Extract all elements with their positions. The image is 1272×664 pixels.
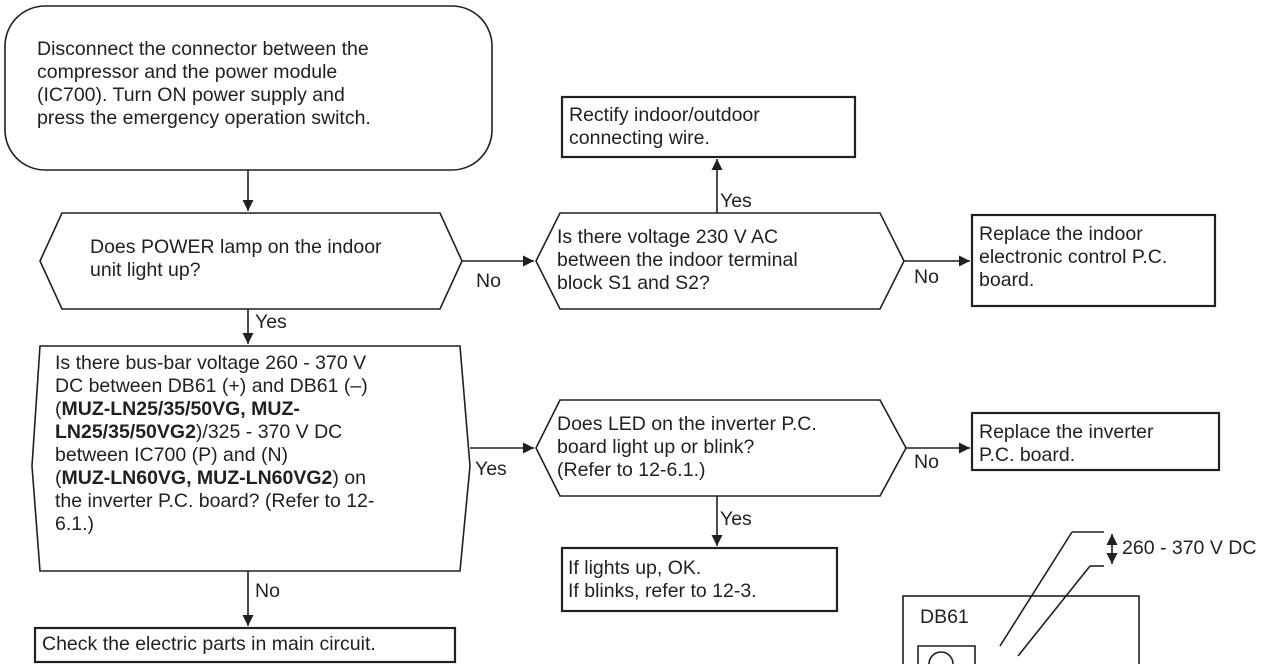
rectify-text: Rectify indoor/outdoor connecting wire. xyxy=(569,104,760,150)
decision-power-lamp xyxy=(39,212,463,310)
start-line-4: press the emergency operation switch. xyxy=(37,107,371,129)
db61-outline xyxy=(917,645,976,664)
busbar-line-4: LN25/35/50VG2)/325 - 370 V DC xyxy=(55,421,343,443)
db61-label: DB61 xyxy=(920,606,969,628)
replace-indoor-box xyxy=(970,213,1217,308)
model-name: LN25/35/50VG2 xyxy=(55,421,196,443)
replace-indoor-line-1: Replace the indoor xyxy=(979,223,1143,245)
model-name: MUZ-LN25/35/50VG, MUZ- xyxy=(61,398,300,420)
label-yes-rectify: Yes xyxy=(720,190,752,212)
voltage-230-line-1: Is there voltage 230 V AC xyxy=(557,226,779,248)
led-question: Does LED on the inverter P.C. board ligh… xyxy=(557,413,817,482)
check-text: Check the electric parts in main circuit… xyxy=(42,633,376,655)
label-no-check: No xyxy=(255,580,280,602)
busbar-line-5: between IC700 (P) and (N) xyxy=(55,444,289,466)
lights-box xyxy=(560,546,839,613)
lights-line-2: If blinks, refer to 12-3. xyxy=(568,580,757,602)
lights-line-1: If lights up, OK. xyxy=(568,557,702,579)
check-box xyxy=(33,626,457,664)
probe-line-c xyxy=(1017,565,1091,657)
rectify-box xyxy=(560,95,857,159)
label-yes-lights: Yes xyxy=(720,508,752,530)
replace-inverter-text: Replace the inverter P.C. board. xyxy=(979,421,1154,467)
decision-busbar xyxy=(31,345,471,572)
power-lamp-question: Does POWER lamp on the indoor unit light… xyxy=(90,236,382,282)
label-no-replace-inverter: No xyxy=(914,451,939,473)
led-line-2: board light up or blink? xyxy=(557,436,755,458)
decision-voltage-230 xyxy=(535,212,905,310)
replace-inverter-line-2: P.C. board. xyxy=(979,444,1076,466)
label-yes-led: Yes xyxy=(475,458,507,480)
label-no-replace-indoor: No xyxy=(914,266,939,288)
voltage-230-question: Is there voltage 230 V AC between the in… xyxy=(557,226,798,295)
rectify-line-1: Rectify indoor/outdoor xyxy=(569,104,760,126)
busbar-line-8: 6.1.) xyxy=(55,513,95,535)
label-no-voltage: No xyxy=(476,270,501,292)
power-lamp-line-2: unit light up? xyxy=(90,259,201,281)
busbar-line-1: Is there bus-bar voltage 260 - 370 V xyxy=(55,352,367,374)
voltage-230-line-2: between the indoor terminal xyxy=(557,249,798,271)
busbar-question: Is there bus-bar voltage 260 - 370 V DC … xyxy=(55,352,374,536)
lights-text: If lights up, OK. If blinks, refer to 12… xyxy=(568,557,757,603)
rectify-line-2: connecting wire. xyxy=(569,127,710,149)
model-name: MUZ-LN60VG, MUZ-LN60VG2 xyxy=(61,467,333,489)
busbar-line-2: DC between DB61 (+) and DB61 (–) xyxy=(55,375,368,397)
led-line-1: Does LED on the inverter P.C. xyxy=(557,413,817,435)
label-yes-busbar: Yes xyxy=(255,311,287,333)
decision-led xyxy=(535,399,907,497)
busbar-line-6: (MUZ-LN60VG, MUZ-LN60VG2) on xyxy=(55,467,366,489)
led-line-3: (Refer to 12-6.1.) xyxy=(557,459,706,481)
power-lamp-line-1: Does POWER lamp on the indoor xyxy=(90,236,382,258)
start-line-1: Disconnect the connector between the xyxy=(37,38,369,60)
replace-indoor-line-3: board. xyxy=(979,269,1035,291)
inset-board xyxy=(902,595,1140,664)
busbar-line-7: the inverter P.C. board? (Refer to 12- xyxy=(55,490,375,512)
measurement-label: 260 - 370 V DC xyxy=(1122,537,1257,559)
probe-line-a xyxy=(999,531,1073,647)
replace-indoor-line-2: electronic control P.C. xyxy=(979,246,1168,268)
voltage-230-line-3: block S1 and S2? xyxy=(557,272,710,294)
start-line-2: compressor and the power module xyxy=(37,61,338,83)
replace-indoor-text: Replace the indoor electronic control P.… xyxy=(979,223,1167,292)
busbar-line-3: (MUZ-LN25/35/50VG, MUZ- xyxy=(55,398,300,420)
start-line-3: (IC700). Turn ON power supply and xyxy=(37,84,345,106)
replace-inverter-line-1: Replace the inverter xyxy=(979,421,1154,443)
start-text: Disconnect the connector between the com… xyxy=(37,38,371,130)
db61-terminal xyxy=(928,651,954,664)
replace-inverter-box xyxy=(970,411,1221,472)
